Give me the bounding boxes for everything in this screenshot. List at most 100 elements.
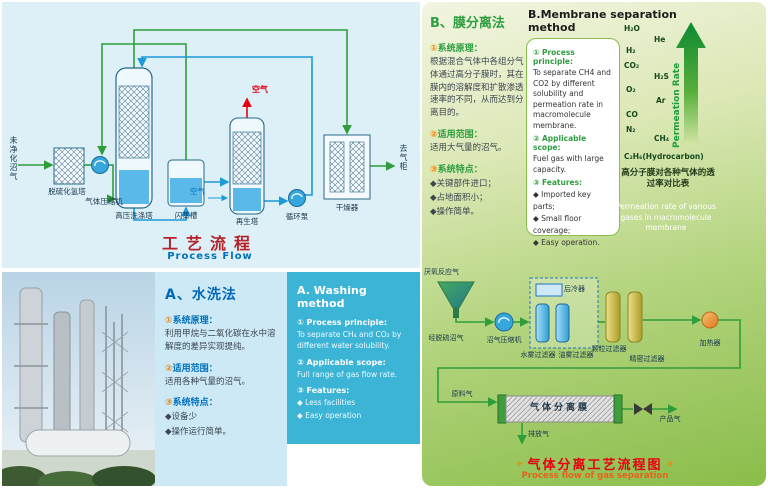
membrane-en-feature-item: ◆ Easy operation. <box>533 238 600 247</box>
label-air-out: 空气 <box>252 85 268 94</box>
permeation-gas-list: H₂O He H₂ CO₂ H₂S O₂ Ar CO N₂ CH₄ C₂H₆(H… <box>624 24 716 192</box>
membrane-module <box>497 394 623 424</box>
washing-s1-body: 利用甲烷与二氧化碳在水中溶解度的差异实现提纯。 <box>165 329 276 352</box>
plant-photo-image <box>0 272 156 488</box>
washing-feature-item: ◆操作运行简单。 <box>165 426 232 437</box>
process-flow-title-zh: 工艺流程 <box>161 234 258 253</box>
label-h2s-tower: 脱硫化氢塔 <box>48 187 86 196</box>
gas-item: H₂S <box>654 72 669 81</box>
membrane-en-s1-body: To separate CH4 and CO2 by different sol… <box>533 68 611 130</box>
gas-item: O₂ <box>626 85 636 94</box>
washing-title-zh: A、水洗法 <box>165 287 237 303</box>
washing-method-zh-panel: A、水洗法 ①系统原理： 利用甲烷与二氧化碳在水中溶解度的差异实现提纯。 ②适用… <box>155 272 287 486</box>
permeation-rate-arrow <box>676 22 706 148</box>
membrane-feature-item: ◆占地面积小； <box>430 192 488 203</box>
washing-title-en: A. Washing method <box>297 284 367 310</box>
permeation-caption-zh: 高分子膜对各种气体的透过率对比表 <box>621 168 715 190</box>
label-heater: 加热器 <box>699 339 721 347</box>
label-fine-filter: 精密过滤器 <box>629 355 665 363</box>
membrane-s1-body: 根据混合气体中各组分气体通过高分子膜时，其在膜内的溶解度和扩散渗透速率的不同，从… <box>430 57 524 118</box>
washing-en-s2-body: Full range of gas flow rate. <box>297 369 398 379</box>
label-membrane: 气体分离膜 <box>529 403 590 413</box>
membrane-en-s2-body: Fuel gas with large capacity. <box>533 154 604 174</box>
plant-photo <box>0 272 156 488</box>
label-pump: 循环泵 <box>285 212 309 221</box>
biogas-compressor <box>494 312 514 332</box>
label-wash-tower: 高压洗涤塔 <box>115 211 153 220</box>
oil-mist-filter <box>555 303 570 343</box>
gas-item: H₂ <box>626 46 636 55</box>
gas-item: C₂H₆(Hydrocarbon) <box>624 152 704 161</box>
washing-en-feature-item: ◆ Less facilities <box>297 397 356 407</box>
washing-en-feature-item: ◆ Easy operation <box>297 410 362 420</box>
process-flow-title-en: Process Flow <box>167 251 253 262</box>
membrane-s3-heading: ③系统特点： <box>430 164 483 175</box>
gas-item: Ar <box>656 96 666 105</box>
membrane-s2-body: 适用大气量的沼气。 <box>430 142 507 153</box>
label-particle-filter: 颗粒过滤器 <box>591 345 627 353</box>
membrane-zh-column: ①系统原理： 根据混合气体中各组分气体通过高分子膜时，其在膜内的溶解度和扩散渗透… <box>430 34 524 220</box>
washing-feature-item: ◆设备少 <box>165 412 198 423</box>
membrane-title-zh: B、膜分离法 <box>430 16 505 31</box>
washing-en-s1-heading: ① Process principle: <box>297 318 388 327</box>
washing-s2-body: 适用各种气量的沼气。 <box>165 376 251 387</box>
membrane-feature-item: ◆关键部件进口； <box>430 178 497 189</box>
circulation-pump <box>288 189 306 207</box>
dryer <box>323 134 371 200</box>
flow-b-lines <box>437 315 741 445</box>
gas-item: He <box>654 35 666 44</box>
membrane-en-s1-heading: ① Process principle: <box>533 48 575 66</box>
membrane-en-s2-heading: ② Applicable scope: <box>533 134 587 152</box>
gas-separation-title-en: Process flow of gas separation <box>521 471 669 481</box>
washing-s3-heading: ③系统特点： <box>165 398 218 409</box>
label-flash-tank: 闪蒸槽 <box>174 211 198 220</box>
water-mist-filter <box>535 303 550 343</box>
washing-en-s2-heading: ② Applicable scope: <box>297 357 386 367</box>
membrane-feature-item: ◆操作简单。 <box>430 207 480 218</box>
label-vent-gas: 排放气 <box>528 430 549 438</box>
gas-separation-diagram <box>437 277 741 445</box>
particle-filters <box>605 291 643 343</box>
membrane-en-box: ① Process principle: To separate CH4 and… <box>526 38 620 247</box>
gas-item: CO₂ <box>624 61 640 70</box>
washing-en-s1-body: To separate CH₄ and CO₂ by different wat… <box>297 330 402 351</box>
membrane-s2-heading: ②适用范围： <box>430 129 483 140</box>
washing-en-s3-heading: ③ Features: <box>297 385 350 395</box>
permeation-caption-en: Permeation rate of various gases in macr… <box>616 202 716 232</box>
gas-compressor <box>91 156 109 174</box>
flash-tank <box>167 159 205 207</box>
gas-separation-title: ✳气体分离工艺流程图✳ <box>480 454 710 473</box>
water-flow-lines <box>133 56 313 221</box>
membrane-title-en: B.Membrane separation method <box>528 8 677 34</box>
label-oil-filter: 油雾过滤器 <box>558 351 594 359</box>
product-valve <box>634 403 652 415</box>
filter-skid <box>529 277 599 349</box>
heater <box>701 311 719 329</box>
label-after-cooler: 后冷器 <box>564 285 585 293</box>
gas-item: H₂O <box>624 24 640 33</box>
after-cooler <box>535 283 563 297</box>
washing-method-en-panel: A. Washing method ① Process principle: T… <box>287 272 420 444</box>
label-reactor-gas: 厌氧反应气 <box>424 268 459 276</box>
process-flow-diagram <box>18 29 396 221</box>
label-dryer: 干燥器 <box>335 203 359 212</box>
label-compressor: 气体压缩机 <box>85 197 123 206</box>
washing-s1-heading: ①系统原理： <box>165 316 218 326</box>
membrane-en-feature-item: ◆ Imported key parts; <box>533 190 591 211</box>
gas-item: N₂ <box>626 125 636 134</box>
label-water-filter: 水雾过滤器 <box>520 351 556 359</box>
anaerobic-reactor <box>437 281 475 318</box>
h2s-removal-tower <box>53 147 85 185</box>
high-pressure-wash-tower <box>115 67 153 209</box>
label-feed-gas: 原料气 <box>451 390 473 398</box>
membrane-en-s3-heading: ③ Features: <box>533 178 583 187</box>
washing-s2-heading: ②适用范围： <box>165 363 218 374</box>
gas-item: CH₄ <box>654 134 670 143</box>
membrane-method-panel: B、膜分离法 B.Membrane separation method ①系统原… <box>422 2 766 486</box>
label-biogas-compressor: 沼气压缩机 <box>486 336 522 344</box>
gas-item: CO <box>626 110 638 119</box>
label-air-in: 空气 <box>190 187 205 196</box>
label-desulf-gas: 经脱硫沼气 <box>428 334 464 342</box>
title-ornament: ✳ <box>666 460 675 470</box>
